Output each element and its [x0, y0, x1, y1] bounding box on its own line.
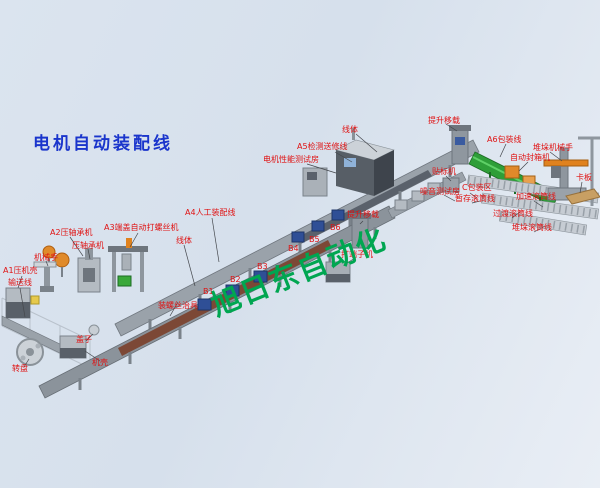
a1-press-machine: [5, 287, 40, 319]
vibratory-bowls: [42, 245, 70, 277]
label-motor-test-room: 电机性能测试房: [263, 155, 319, 164]
label-a1-press-housing: A1压机壳: [3, 266, 38, 275]
label-cover: 盖子: [76, 335, 92, 344]
label-noise-test-room: 噪音测试房: [420, 187, 460, 196]
label-a6-packaging-line: A6包装线: [487, 135, 522, 144]
material-bins: [197, 209, 345, 311]
label-accel-roller-line: 加速滚筒线: [516, 192, 556, 201]
lift-transfer-top: [449, 125, 471, 165]
label-stacking-roller-line: 堆垛滚筒线: [512, 223, 552, 232]
label-buffer-roller-line: 暂存滚筒线: [455, 194, 495, 203]
label-b4: B4: [288, 244, 299, 253]
leader-lines: [17, 123, 583, 368]
pallet: [565, 188, 600, 205]
conveyor-front-track: [38, 205, 396, 399]
label-turntable: 转盘: [12, 364, 28, 373]
motor-test-room: [335, 128, 395, 196]
label-c-packing-area: C包装区: [462, 183, 492, 192]
label-b2: B2: [230, 275, 241, 284]
safety-fence: [1, 297, 91, 369]
control-cabinet: [302, 167, 328, 197]
label-a4-manual-assembly: A4人工装配线: [185, 208, 236, 217]
label-labeling-machine: 贴标机: [432, 167, 456, 176]
label-stacking-robot: 堆垛机械手: [533, 143, 573, 152]
diagram-title: 电机自动装配线: [33, 134, 173, 154]
label-line-body-left: 线体: [176, 236, 192, 245]
label-robot-hand: 机械手: [34, 253, 58, 262]
label-a3-screw-machine: A3端盖自动打螺丝机: [104, 223, 179, 232]
label-b3: B3: [257, 262, 268, 271]
label-housing: 机壳: [92, 358, 108, 367]
screw-driving-machine: [108, 238, 148, 292]
lift-transfer-mid: [349, 213, 371, 249]
repair-stations: [394, 182, 441, 211]
terminal-crimping-machine: [325, 261, 351, 283]
housing-station: [59, 324, 100, 359]
label-lift-transfer-top: 提升移载: [428, 116, 460, 125]
label-pallet: 卡板: [576, 173, 592, 182]
a1-robot-hand: [33, 261, 57, 292]
turntable: [16, 338, 44, 366]
label-b1: B1: [203, 287, 214, 296]
label-screw-jig: 装螺丝治具: [158, 301, 198, 310]
labeling-machine: [442, 177, 460, 193]
carton-boxes: [504, 165, 536, 187]
label-b6: B6: [330, 223, 341, 232]
label-infeed-line: 输送线: [8, 278, 32, 287]
label-transition-roller-line: 过渡滚筒线: [493, 209, 533, 218]
label-bearing-press: 压轴承机: [72, 241, 104, 250]
label-a2-bearing-machine: A2压轴承机: [50, 228, 93, 237]
label-line-body-top: 线体: [342, 125, 358, 134]
label-carton-sealer: 自动封箱机: [510, 153, 550, 162]
label-b5: B5: [309, 235, 320, 244]
label-terminal-machine: 打端子机: [341, 250, 373, 259]
label-a5-inspection-line: A5检测送修线: [297, 142, 348, 151]
label-lift-transfer-mid: 提升移载: [347, 210, 379, 219]
